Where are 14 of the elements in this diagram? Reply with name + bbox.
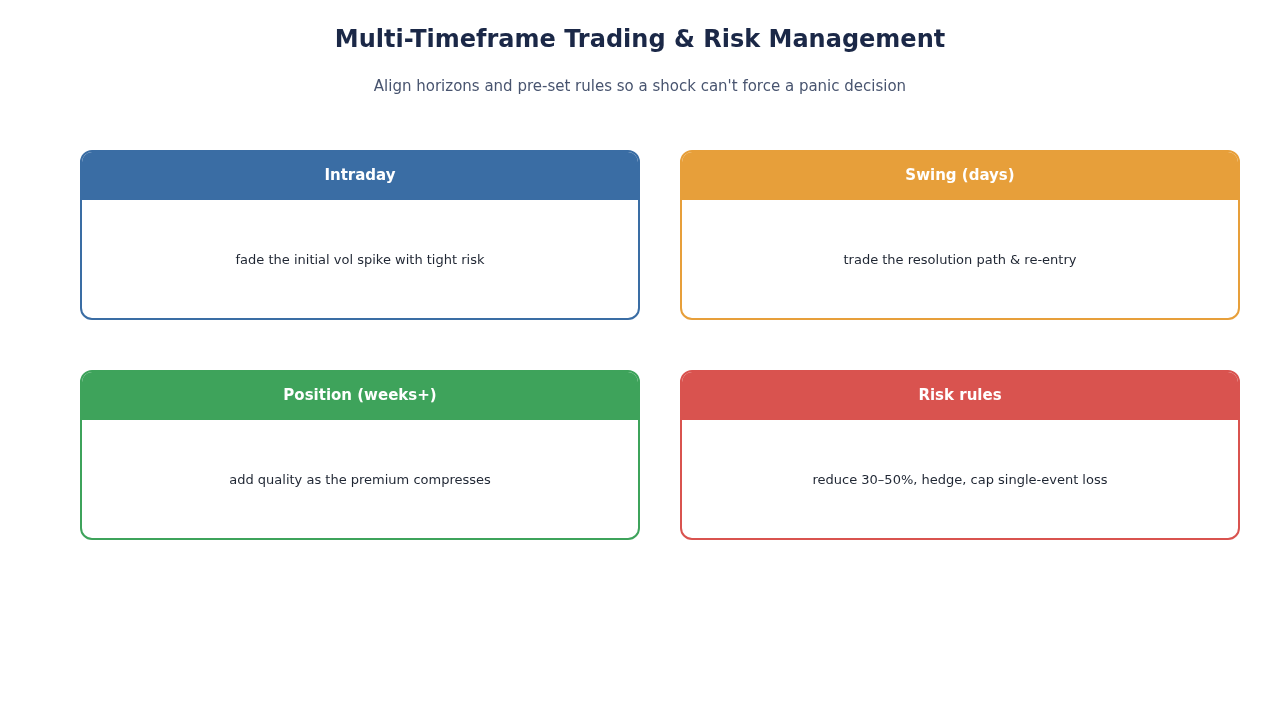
card-header: Risk rules xyxy=(682,372,1238,420)
card-description: reduce 30–50%, hedge, cap single-event loss xyxy=(812,471,1108,487)
page-title: Multi-Timeframe Trading & Risk Management xyxy=(333,24,947,55)
card-header: Swing (days) xyxy=(682,152,1238,200)
info-card xyxy=(680,150,1240,320)
card-header: Intraday xyxy=(82,152,638,200)
info-card xyxy=(80,150,640,320)
info-card xyxy=(680,370,1240,540)
card-description: trade the resolution path & re-entry xyxy=(843,251,1077,267)
card-description: add quality as the premium compresses xyxy=(229,471,491,487)
info-card xyxy=(80,370,640,540)
page-subtitle: Align horizons and pre-set rules so a shock can't force a panic decision xyxy=(372,76,908,96)
card-description: fade the initial vol spike with tight risk xyxy=(235,251,485,267)
card-header: Position (weeks+) xyxy=(82,372,638,420)
